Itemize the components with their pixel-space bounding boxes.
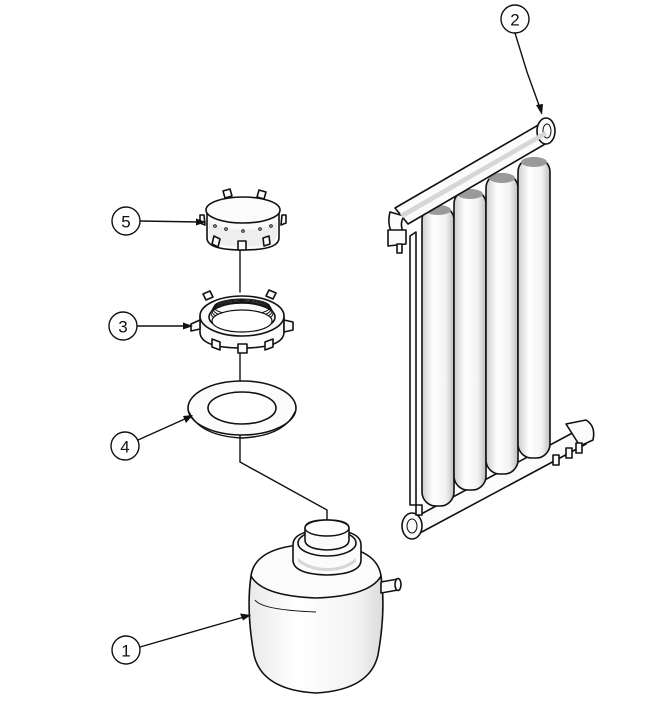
callout-5-label: 5 xyxy=(121,213,130,232)
callout-1: 1 xyxy=(111,613,251,665)
part-2-filter-rack xyxy=(387,117,595,540)
part-1-tank xyxy=(248,519,402,694)
callout-2: 2 xyxy=(500,4,543,115)
part-3-threaded-ring xyxy=(190,289,294,354)
filter-cartridges xyxy=(421,157,551,507)
callout-1-label: 1 xyxy=(121,642,130,661)
part-5-cap xyxy=(199,188,287,251)
callout-5: 5 xyxy=(111,206,206,236)
callout-4: 4 xyxy=(110,415,193,461)
callout-2-label: 2 xyxy=(510,11,519,30)
callout-3-label: 3 xyxy=(118,318,127,337)
callout-4-label: 4 xyxy=(120,438,129,457)
callout-3: 3 xyxy=(108,311,193,341)
part-4-gasket xyxy=(187,380,297,439)
